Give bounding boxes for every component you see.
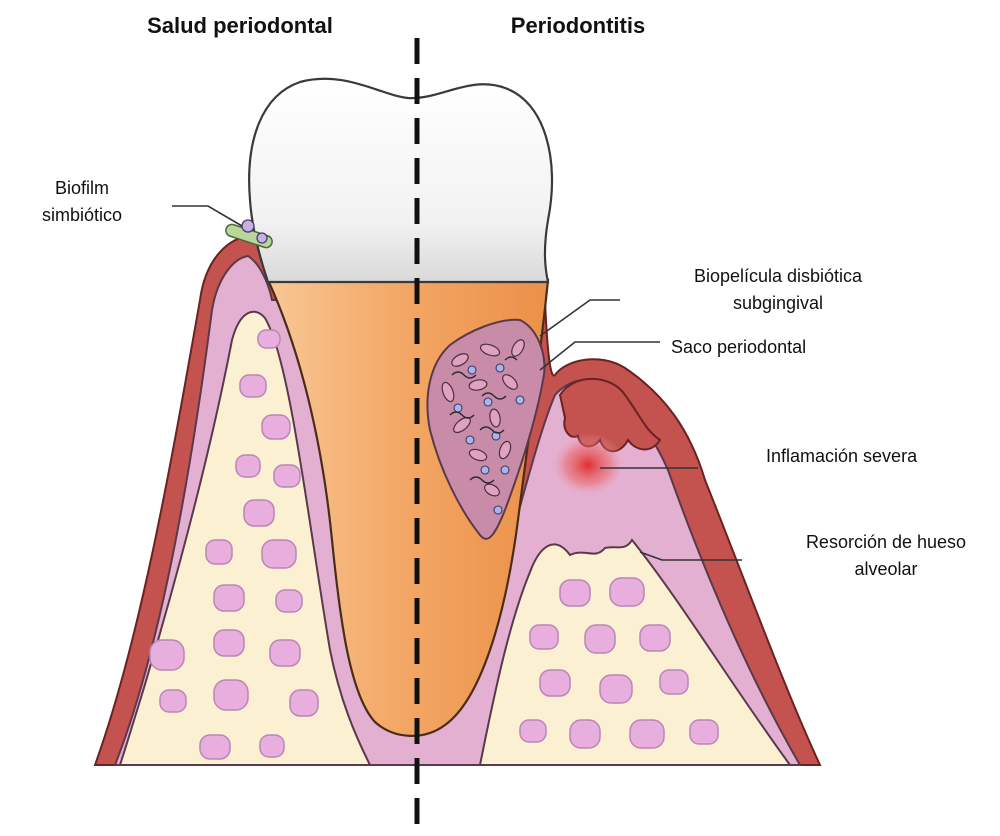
label-resorcion-2: alveolar (854, 559, 917, 579)
heading-salud-periodontal: Salud periodontal (147, 13, 333, 38)
inflammation-spot (550, 433, 626, 497)
label-resorcion-1: Resorción de hueso (806, 532, 966, 552)
label-biopelicula-1: Biopelícula disbiótica (694, 266, 863, 286)
label-biofilm-simbiotico-2: simbiótico (42, 205, 122, 225)
label-biopelicula-2: subgingival (733, 293, 823, 313)
label-biofilm-simbiotico-1: Biofilm (55, 178, 109, 198)
label-inflamacion-severa: Inflamación severa (766, 446, 918, 466)
heading-periodontitis: Periodontitis (511, 13, 645, 38)
label-saco-periodontal: Saco periodontal (671, 337, 806, 357)
tooth-crown (249, 79, 552, 282)
